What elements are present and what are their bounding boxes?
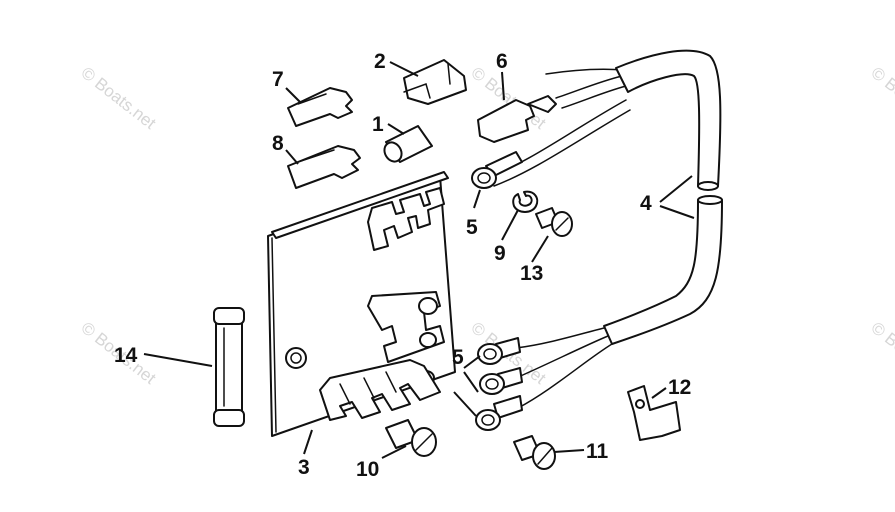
leader-4: [659, 175, 695, 219]
callout-10: 10: [356, 458, 379, 481]
fuse: [213, 307, 245, 427]
leader-7: [285, 87, 301, 103]
lock-washer: [512, 190, 539, 213]
ring-terminal-a: [477, 337, 521, 365]
leader-2: [389, 61, 419, 77]
callout-13: 13: [520, 262, 543, 285]
leader-14: [143, 353, 213, 367]
screw-13: [535, 207, 573, 237]
ring-terminal-b: [479, 367, 523, 395]
callout-9: 9: [494, 242, 506, 265]
ring-terminal-upper: [471, 151, 523, 189]
callout-12: 12: [668, 376, 691, 399]
callout-1: 1: [372, 113, 384, 136]
leader-8: [285, 149, 299, 165]
screw-10: [385, 419, 437, 457]
callout-5b: 5: [452, 346, 464, 369]
watermark-1: © Boats.net: [78, 63, 160, 133]
callout-4: 4: [640, 192, 652, 215]
callout-3: 3: [298, 456, 310, 479]
leader-5b: [453, 355, 481, 417]
watermark-5: © Boats.net: [868, 63, 895, 133]
terminal-6: [477, 95, 557, 143]
callout-14: 14: [114, 344, 138, 367]
callout-8: 8: [272, 132, 284, 155]
ring-terminals: [471, 151, 523, 431]
leader-9: [501, 209, 519, 241]
ring-terminal-c: [475, 395, 523, 431]
leader-11: [553, 449, 585, 453]
terminal-board: [267, 171, 456, 437]
connector-housing: [403, 59, 467, 105]
screw-11: [513, 435, 556, 470]
callout-11: 11: [586, 440, 609, 463]
bracket-12: [627, 385, 681, 441]
sleeve: [383, 125, 433, 163]
leader-1: [387, 123, 405, 135]
terminal-8: [287, 145, 361, 189]
leader-13: [531, 235, 549, 263]
leader-6: [501, 71, 505, 101]
callout-6: 6: [496, 50, 508, 73]
leader-5a: [473, 189, 481, 209]
leader-3: [303, 429, 313, 455]
leader-10: [381, 445, 407, 459]
callout-5a: 5: [466, 216, 478, 239]
leader-12: [651, 387, 667, 399]
watermark-6: © Boats.net: [868, 318, 895, 388]
leader-lines: [143, 61, 695, 459]
callout-7: 7: [272, 68, 284, 91]
wire-harness: [489, 49, 723, 409]
callout-2: 2: [374, 50, 386, 73]
watermarks: © Boats.net © Boats.net © Boats.net © Bo…: [78, 63, 895, 388]
callouts: 1 2 3 4 5 5 6 7 8 9 10 11 12 13 14: [114, 50, 691, 481]
terminal-7: [287, 87, 353, 127]
